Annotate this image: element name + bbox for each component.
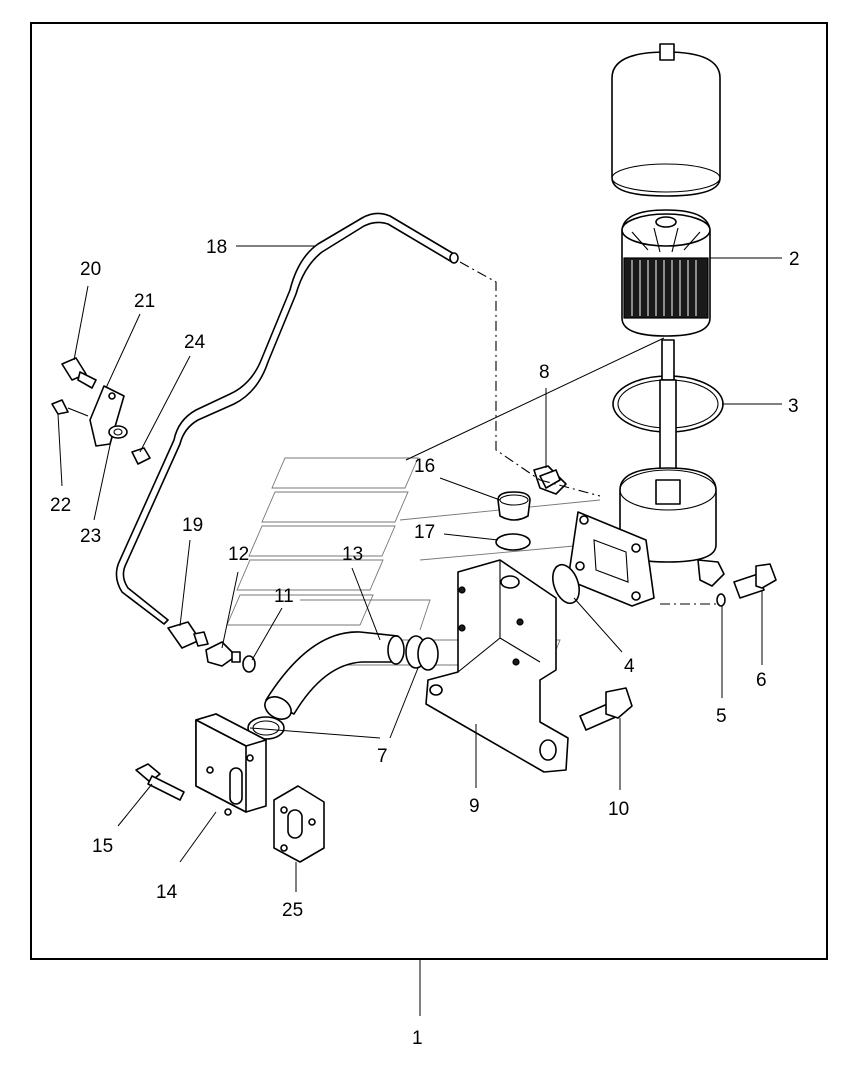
pipe-end — [449, 252, 459, 264]
pipe-clamp — [108, 425, 128, 439]
callout-1: 1 — [412, 1028, 423, 1049]
callout-24: 24 — [184, 332, 206, 353]
filter-element — [621, 209, 711, 337]
assembly-line — [459, 261, 541, 481]
callout-25: 25 — [282, 900, 303, 921]
oil-pipe — [115, 212, 455, 625]
callout-18: 18 — [206, 237, 227, 258]
callout-10: 10 — [608, 799, 629, 820]
callout-6: 6 — [756, 670, 767, 691]
filter-head — [567, 339, 725, 607]
bolt-10 — [579, 687, 633, 731]
nut-24 — [131, 447, 151, 465]
plug-screw — [497, 491, 531, 521]
filter-canister — [611, 43, 721, 197]
clip-bracket — [89, 385, 125, 447]
long-bolt — [135, 763, 185, 801]
callout-20: 20 — [80, 259, 101, 280]
callout-9: 9 — [469, 796, 480, 817]
callout-11: 11 — [274, 586, 294, 607]
callout-17: 17 — [414, 522, 435, 543]
assembly-frame — [30, 22, 828, 960]
callout-8: 8 — [539, 362, 550, 383]
sealing-ring — [495, 533, 531, 551]
callout-15: 15 — [92, 836, 113, 857]
callout-2: 2 — [789, 249, 800, 270]
callout-7: 7 — [377, 746, 388, 767]
hose-clamp-rings — [247, 635, 439, 740]
callout-14: 14 — [156, 882, 178, 903]
bolt-22 — [51, 399, 89, 417]
pipe-nut — [167, 621, 209, 649]
callout-12: 12 — [228, 544, 249, 565]
callout-22: 22 — [50, 495, 71, 516]
union-fitting — [533, 465, 567, 495]
callout-13: 13 — [342, 544, 363, 565]
spacer-block — [195, 713, 267, 816]
hose — [264, 631, 405, 720]
washer — [716, 593, 726, 607]
callout-19: 19 — [182, 515, 203, 536]
callout-3: 3 — [788, 396, 799, 417]
adapter-fitting — [205, 641, 241, 667]
flange-gasket — [273, 785, 325, 863]
callout-23: 23 — [80, 526, 101, 547]
callout-16: 16 — [414, 456, 435, 477]
mounting-bracket — [425, 559, 569, 773]
callout-21: 21 — [134, 291, 155, 312]
callout-4: 4 — [624, 656, 635, 677]
bolt-20 — [61, 357, 97, 389]
bolt-small — [733, 563, 777, 599]
o-ring — [552, 563, 580, 605]
leader-lines — [57, 245, 782, 892]
callout-5: 5 — [716, 706, 727, 727]
